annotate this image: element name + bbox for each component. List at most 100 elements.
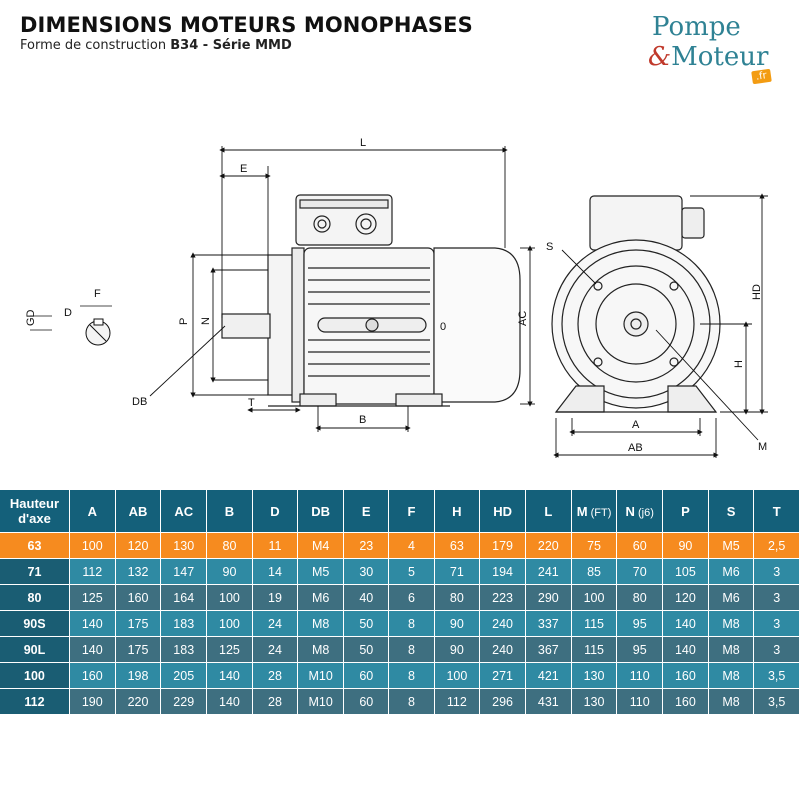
table-cell: 2,5 [754, 532, 800, 558]
column-header: AB [115, 490, 162, 532]
logo-tld: .fr [751, 68, 772, 85]
table-cell: 8 [389, 636, 435, 662]
table-cell: 120 [663, 584, 709, 610]
table-cell: 50 [344, 636, 390, 662]
column-header-label: B [224, 503, 235, 519]
table-cell: 8 [389, 688, 435, 714]
table-cell: 205 [161, 662, 208, 688]
table-cell: 90 [434, 636, 481, 662]
table-cell: 3 [754, 558, 800, 584]
label-D: D [64, 307, 72, 319]
label-P: P [178, 318, 190, 325]
table-cell: 60 [344, 662, 390, 688]
table-cell: 5 [389, 558, 435, 584]
table-cell: 175 [115, 610, 162, 636]
table-cell: 71 [434, 558, 481, 584]
table-cell: 3 [754, 636, 800, 662]
table-cell: 80 [617, 584, 664, 610]
subtitle-prefix: Forme de construction [20, 38, 171, 53]
table-cell: 160 [69, 662, 116, 688]
table-cell: 140 [207, 688, 253, 714]
table-cell: 100 [207, 584, 253, 610]
table-cell: 240 [480, 610, 526, 636]
table-cell: 296 [480, 688, 526, 714]
table-cell: 11 [252, 532, 299, 558]
table-cell: 100 [434, 662, 481, 688]
label-T: T [248, 397, 255, 409]
table-cell: 229 [161, 688, 208, 714]
table-cell: 19 [252, 584, 299, 610]
table-cell: 8 [389, 610, 435, 636]
page-subtitle: Forme de construction B34 - Série MMD [20, 38, 292, 53]
row-frame-size: 63 [0, 532, 70, 558]
column-header: T [754, 490, 800, 532]
logo-amp: & [648, 42, 672, 72]
table-cell: 3,5 [754, 662, 800, 688]
column-header: L [525, 490, 572, 532]
row-frame-size: 112 [0, 688, 70, 714]
label-N: N [200, 317, 212, 325]
table-cell: 175 [115, 636, 162, 662]
table-cell: 147 [161, 558, 208, 584]
column-header: HD [480, 490, 526, 532]
column-header-label: N [625, 503, 635, 519]
column-header: AC [161, 490, 208, 532]
column-header-label: AB [128, 503, 148, 519]
column-header: E [344, 490, 390, 532]
column-header-label: HD [493, 503, 512, 519]
table-cell: 241 [525, 558, 572, 584]
table-cell: M5 [298, 558, 345, 584]
table-cell: M5 [708, 532, 755, 558]
table-cell: 130 [161, 532, 208, 558]
table-cell: 4 [389, 532, 435, 558]
table-cell: 24 [252, 610, 299, 636]
column-header: Hauteur d'axe [0, 490, 70, 532]
column-header-label: F [407, 503, 416, 519]
table-cell: 112 [434, 688, 481, 714]
column-header-label: L [544, 503, 553, 519]
table-cell: 90 [207, 558, 253, 584]
table-cell: 130 [571, 688, 618, 714]
table-cell: 160 [663, 688, 709, 714]
subtitle-bold: B34 - Série MMD [170, 38, 292, 53]
table-cell: 90 [434, 610, 481, 636]
column-header: A [69, 490, 116, 532]
column-header: M (FT) [571, 490, 618, 532]
column-header: P [663, 490, 709, 532]
table-cell: 140 [663, 636, 709, 662]
table-cell: 220 [525, 532, 572, 558]
column-header-label: AC [174, 503, 194, 519]
table-cell: M8 [708, 610, 755, 636]
label-GD: GD [25, 309, 37, 326]
column-header: F [389, 490, 435, 532]
table-cell: M8 [708, 662, 755, 688]
table-cell: 30 [344, 558, 390, 584]
column-header: B [207, 490, 253, 532]
column-header-label: D [270, 503, 280, 519]
label-DB: DB [132, 396, 147, 408]
table-cell: 125 [207, 636, 253, 662]
table-cell: 223 [480, 584, 526, 610]
table-cell: 14 [252, 558, 299, 584]
table-cell: 160 [115, 584, 162, 610]
page-title: DIMENSIONS MOTEURS MONOPHASES [20, 13, 473, 37]
table-cell: M8 [708, 688, 755, 714]
table-cell: 24 [252, 636, 299, 662]
table-cell: 6 [389, 584, 435, 610]
table-cell: 240 [480, 636, 526, 662]
table-cell: 112 [69, 558, 116, 584]
logo-line2-text: Moteur [671, 42, 769, 72]
table-cell: 95 [617, 636, 664, 662]
label-F: F [94, 288, 101, 300]
column-header-label: A [87, 503, 97, 519]
table-cell: 100 [69, 532, 116, 558]
table-cell: 337 [525, 610, 572, 636]
row-frame-size: 80 [0, 584, 70, 610]
label-HD: HD [751, 284, 763, 300]
table-cell: 63 [434, 532, 481, 558]
table-cell: 28 [252, 662, 299, 688]
